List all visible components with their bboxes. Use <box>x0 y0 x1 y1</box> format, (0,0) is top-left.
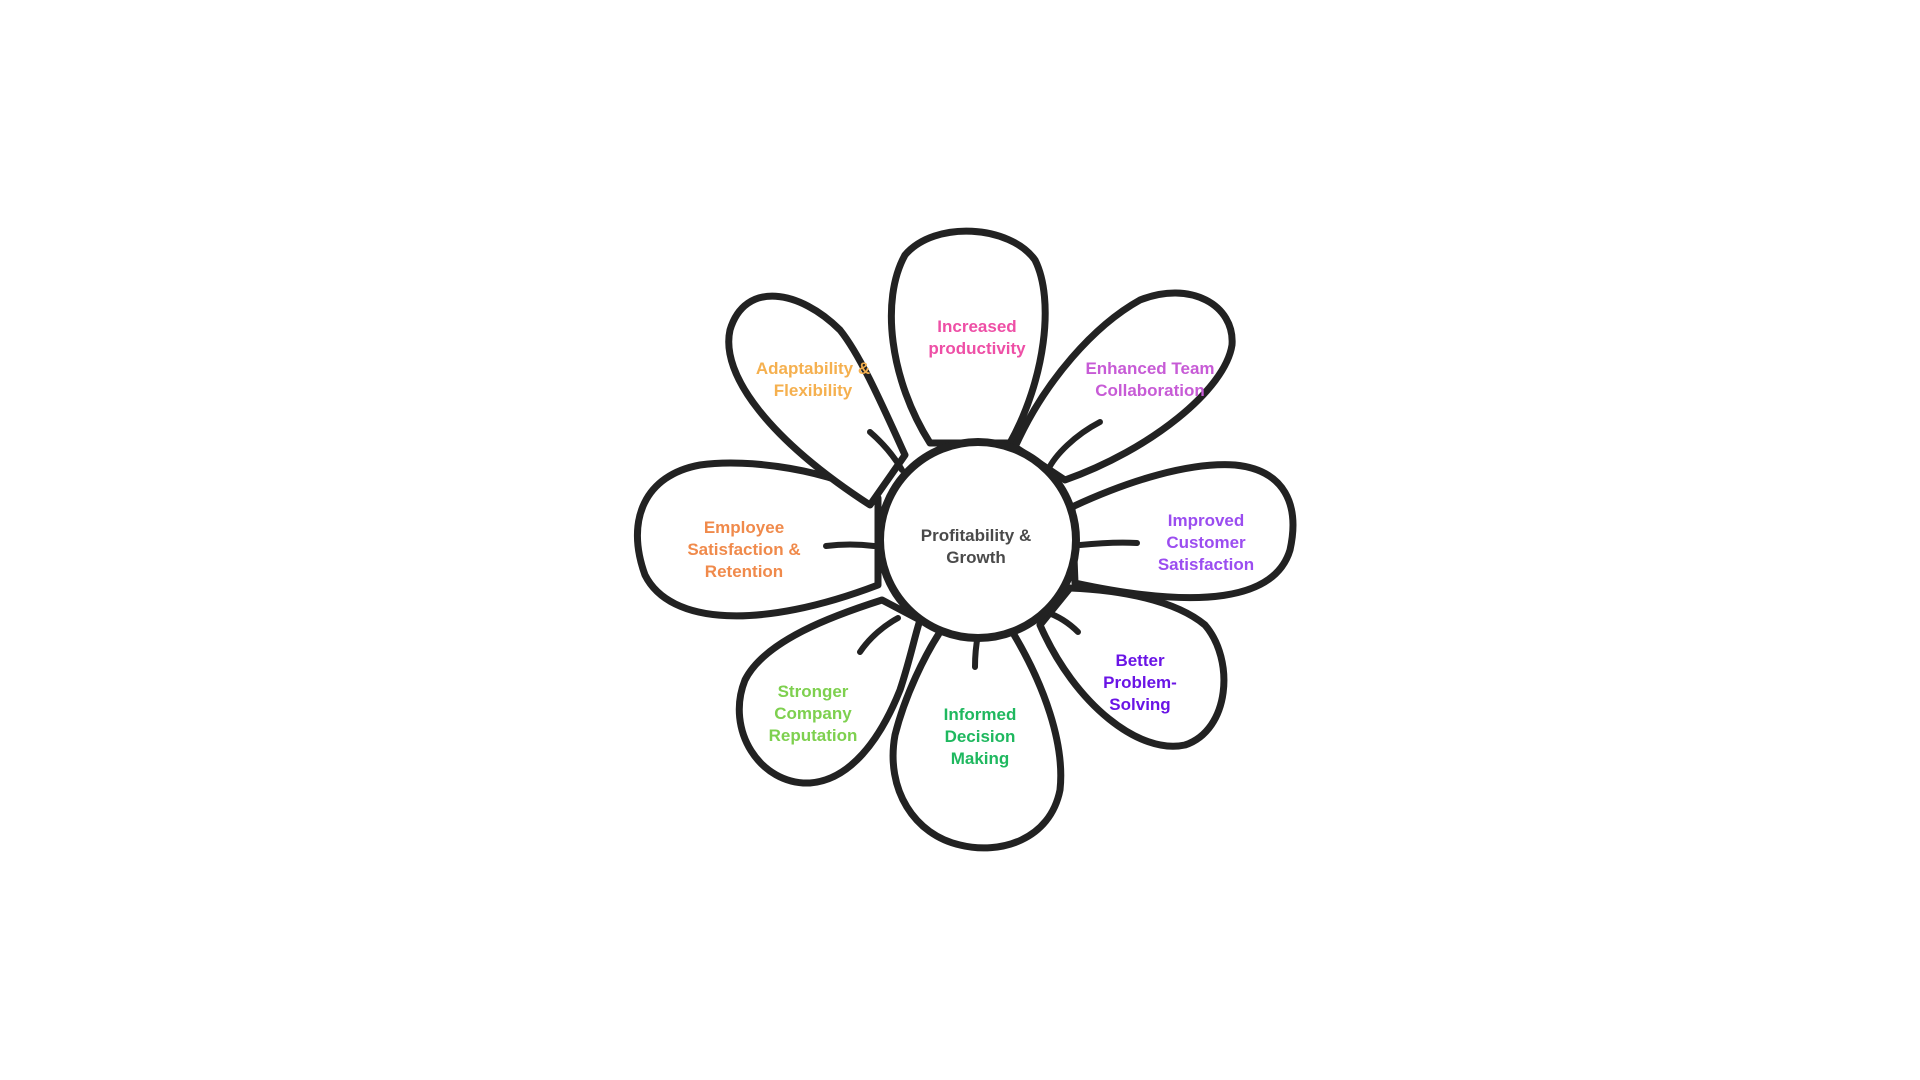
petal-outline-adaptability-flexibility <box>725 292 909 509</box>
petal-outline-employee-satisfaction-retention <box>633 459 882 620</box>
petal-outline-better-problem-solving <box>1036 584 1228 750</box>
center-label: Profitability & Growth <box>920 526 1032 567</box>
stamen-line-2 <box>1045 419 1103 473</box>
petal-outline-stronger-company-reputation <box>735 596 924 787</box>
petal-label-stronger-company-reputation: Stronger Company Reputation <box>768 682 858 745</box>
petal-label-adaptability-flexibility: Adaptability & Flexibility <box>755 359 871 400</box>
center-circle <box>876 438 1080 642</box>
petal-outline-improved-customer-satisfaction <box>1068 461 1297 602</box>
petal-outline-enhanced-team-collaboration <box>1011 289 1236 484</box>
stamen-line-6 <box>857 615 901 655</box>
stamen-line-7 <box>823 541 877 549</box>
petal-label-better-problem-solving: Better Problem-Solving <box>1103 651 1177 714</box>
stamen-line-1 <box>867 429 905 473</box>
petal-label-increased-productivity: Increased productivity <box>928 317 1026 358</box>
petal-label-informed-decision-making: Informed Decision Making <box>943 705 1017 768</box>
petal-label-enhanced-team-collaboration: Enhanced Team Collaboration <box>1085 359 1215 400</box>
stamen-line-3 <box>1077 539 1140 548</box>
petal-label-improved-customer-satisfaction: Improved Customer Satisfaction <box>1157 511 1255 574</box>
petal-label-employee-satisfaction-retention: Employee Satisfaction & Retention <box>687 518 801 581</box>
petal-outline-increased-productivity <box>887 227 1049 447</box>
petal-outline-informed-decision-making <box>889 624 1065 852</box>
